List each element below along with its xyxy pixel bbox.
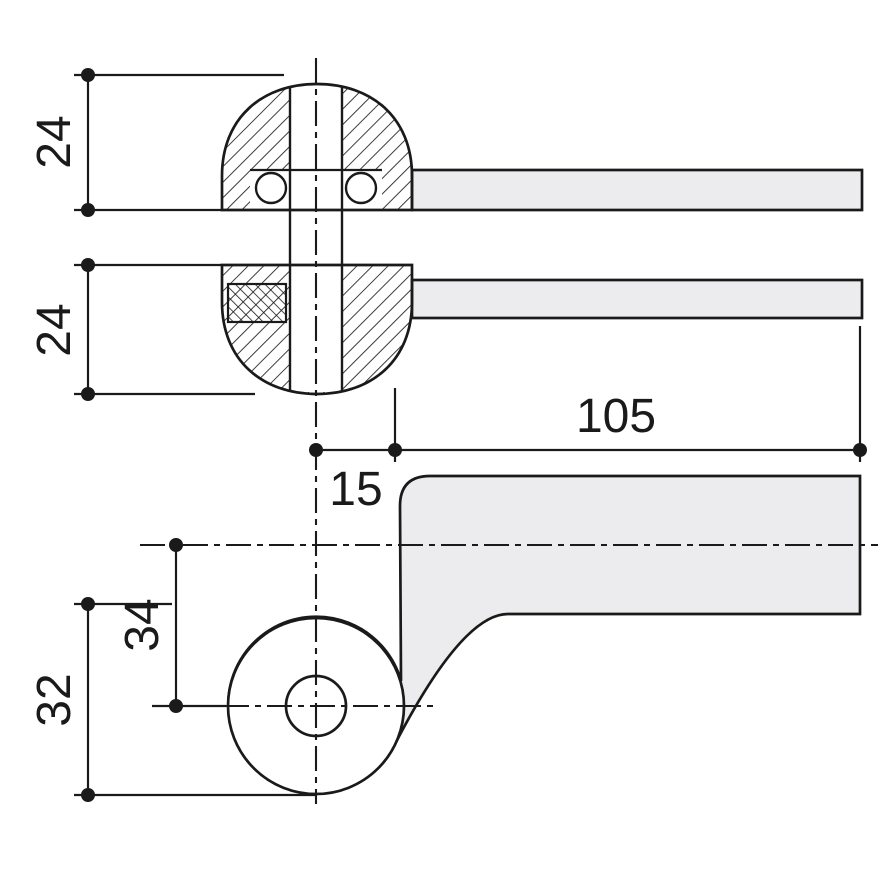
hinge-section-view [220,82,864,396]
dimension-dot [81,788,95,802]
hinge-knuckle-bottom-outline [220,263,414,396]
dimension-label: 32 [28,673,81,726]
hinge-knuckle-top-outline [220,82,414,212]
bearing-ball-left [254,171,288,205]
dimension-label: 24 [28,115,81,168]
dimension-label: 105 [576,390,656,443]
dimension-dot [81,68,95,82]
hinge-arm-bottom [410,278,864,320]
dimension-dot [81,258,95,272]
dim-34: 34 [116,538,226,713]
dimension-label: 34 [116,598,169,651]
dimension-dot [309,443,323,457]
dimension-label: 24 [28,303,81,356]
dim-24-top: 24 [28,68,284,217]
dimension-dot [853,443,867,457]
dimension-label: 15 [329,463,382,516]
dimension-dot [81,387,95,401]
lever-side-view [226,474,862,796]
hinge-arm-top [410,168,864,212]
dim-24-bottom: 24 [28,258,255,401]
dimension-dot [169,699,183,713]
dimensions: 24 24 105 15 34 [28,68,867,802]
dimension-dot [388,443,402,457]
dim-105-15: 105 15 [309,326,867,516]
dimension-dot [81,203,95,217]
dim-32: 32 [28,597,316,802]
dimension-dot [169,538,183,552]
bushing-insert [226,282,288,324]
center-lines [140,58,878,804]
bearing-ball-right [344,171,378,205]
dimension-dot [81,597,95,611]
